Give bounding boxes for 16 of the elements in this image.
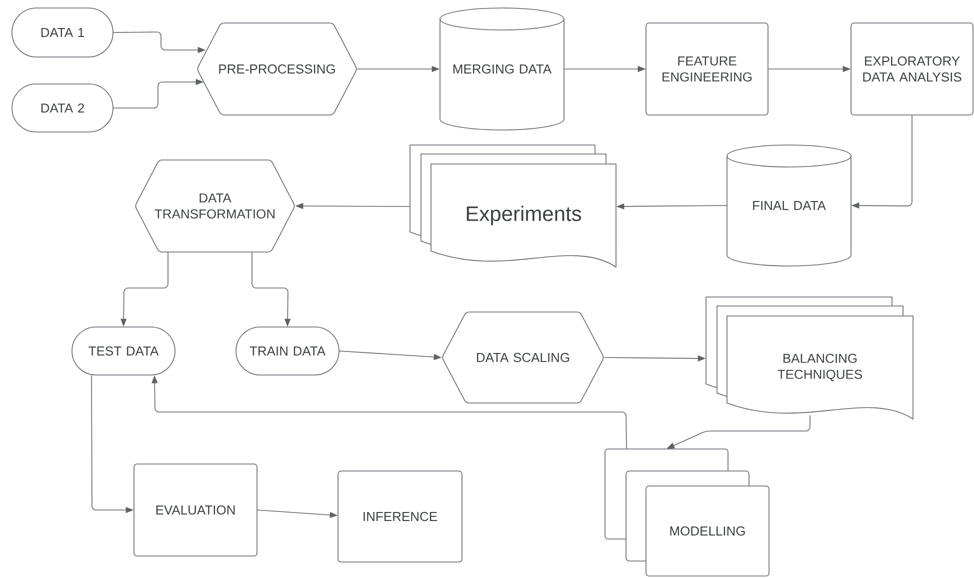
rounded-box: TRAIN DATA bbox=[236, 326, 340, 376]
rounded-box: TEST DATA bbox=[72, 326, 176, 376]
hexagon: DATA SCALING bbox=[442, 312, 604, 404]
process-box: INFERENCE bbox=[338, 470, 462, 562]
hexagon: PRE-PROCESSING bbox=[197, 22, 357, 116]
box-stack: MODELLING bbox=[604, 448, 770, 576]
document-stack: Experiments bbox=[410, 144, 616, 268]
hexagon: DATA TRANSFORMATION bbox=[135, 160, 295, 252]
process-box: EXPLORATORY DATA ANALYSIS bbox=[850, 22, 974, 116]
rounded-box: DATA 2 bbox=[12, 84, 114, 132]
rounded-box: DATA 1 bbox=[12, 8, 114, 58]
cylinder: FINAL DATA bbox=[726, 144, 852, 266]
document-stack: BALANCING TECHNIQUES bbox=[706, 296, 914, 420]
process-box: EVALUATION bbox=[134, 464, 258, 556]
cylinder: MERGING DATA bbox=[440, 8, 564, 130]
process-box: FEATURE ENGINEERING bbox=[646, 22, 768, 116]
